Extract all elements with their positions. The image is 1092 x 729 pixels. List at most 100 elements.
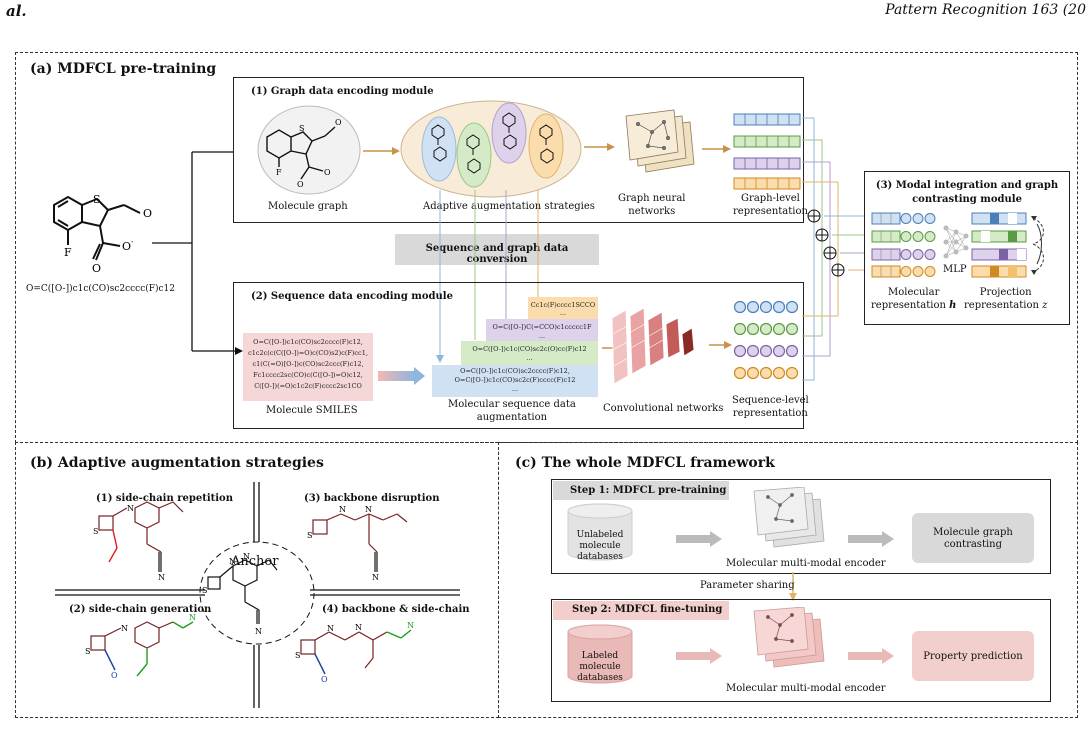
- step1-box: [551, 479, 1051, 574]
- unlabeled-database-icon: [567, 503, 633, 561]
- aug-line-9: ...: [511, 385, 519, 393]
- step2-banner: [553, 601, 729, 620]
- cnn-caption: Convolutional networks: [603, 403, 724, 414]
- sequence-level-representation: [733, 300, 799, 380]
- molecular-rep-caption: Molecular representation h: [871, 287, 956, 312]
- svg-text:N: N: [365, 505, 372, 514]
- mlp-label: MLP: [943, 264, 967, 275]
- svg-text:N: N: [229, 557, 236, 566]
- labeled-line2: databases: [577, 672, 623, 683]
- contrast-line1: Molecule graph: [933, 527, 1013, 538]
- graph-level-representation: [733, 113, 801, 190]
- arrow-encoder-to-property: [848, 648, 894, 664]
- labeled-line1: Labeled molecule: [579, 651, 621, 672]
- unlabeled-line2: databases: [577, 551, 623, 562]
- aug-caption: Molecular sequence data augmentation: [448, 399, 576, 424]
- parameter-sharing-arrow: [789, 572, 797, 601]
- svg-text:F: F: [64, 246, 72, 259]
- q4-label: (4) backbone & side-chain: [322, 604, 470, 615]
- svg-text:N: N: [407, 621, 414, 630]
- svg-text:O: O: [92, 262, 101, 275]
- contrast-caption: Molecule graph contrasting: [912, 527, 1034, 551]
- encoder-caption-step2: Molecular multi-modal encoder: [726, 683, 886, 694]
- graph-neural-network-icon: [625, 109, 695, 173]
- svg-text:-: -: [131, 238, 134, 246]
- step1-title: Step 1: MDFCL pre-training: [570, 485, 727, 496]
- molecule-graph-ellipse: S O F O O: [257, 105, 361, 195]
- aug-box-purple: [486, 319, 598, 343]
- aug-line-8: O=C([O-])c1c(CO)sc2c(F)cccc(F)c12: [454, 376, 576, 384]
- projection-rep-caption: Projection representation z: [964, 287, 1047, 312]
- aug-line-4: ...: [538, 332, 546, 340]
- graph-rep-caption-line1: Graph-level: [741, 193, 800, 204]
- step2-title: Step 2: MDFCL fine-tuning: [572, 604, 723, 615]
- gnn-caption: Graph neural networks: [618, 193, 686, 218]
- property-prediction-box: [912, 631, 1034, 681]
- svg-text:N: N: [339, 505, 346, 514]
- input-molecule: S O F O O -: [53, 193, 152, 275]
- svg-text:F: F: [276, 168, 282, 177]
- aug-box-orange: [528, 297, 598, 321]
- encoder-icon-step1: [753, 487, 825, 548]
- svg-text:S: S: [85, 647, 90, 656]
- svg-text:S: S: [295, 651, 300, 660]
- step2-box: [551, 599, 1051, 702]
- arrow-cnn-to-rep: [709, 341, 732, 349]
- conversion-label: Sequence and graph data conversion: [425, 243, 569, 265]
- aug-caption-line2: augmentation: [476, 411, 548, 423]
- graph-rep-caption-line2: representation: [733, 205, 808, 217]
- svg-text:N: N: [158, 573, 165, 582]
- branch-connector: [152, 148, 243, 355]
- step1-banner: [553, 481, 729, 500]
- svg-text:O: O: [111, 671, 118, 680]
- arrow-unlabeled-to-encoder: [676, 531, 722, 547]
- molecular-rep-line2: representation: [871, 299, 950, 311]
- journal-citation: Pattern Recognition 163 (20: [885, 2, 1086, 18]
- molecular-representation-h: [871, 212, 936, 278]
- graph-module-title: (1) Graph data encoding module: [251, 86, 434, 97]
- smiles-line-4: Fc1cccc2sc(CO)c(C([O-])=O)c12,: [253, 371, 363, 379]
- svg-text:S: S: [202, 586, 207, 595]
- section-b-title: (b) Adaptive augmentation strategies: [30, 455, 324, 471]
- svg-text:O: O: [297, 180, 304, 189]
- aug-line-1: Cc1c(F)cccc1SCCO: [530, 301, 596, 309]
- section-a-title: (a) MDFCL pre-training: [30, 61, 217, 77]
- svg-text:N: N: [355, 623, 362, 632]
- property-prediction-label: Property prediction: [923, 651, 1023, 662]
- arrow-aug-to-gnn: [584, 143, 615, 151]
- seq-rep-caption-line2: representation: [732, 407, 808, 419]
- contrast-arrows: [1031, 216, 1044, 275]
- aug-box-blue: [432, 365, 598, 397]
- molecular-rep-line1: Molecular: [888, 287, 940, 298]
- q2-label: (2) side-chain generation: [69, 604, 212, 615]
- molecule-smiles-box: O=C([O-])c1c(CO)sc2cccc(F)c12, c1c2c(c(C…: [243, 333, 373, 401]
- labeled-database-icon: [567, 624, 633, 684]
- svg-text:N: N: [189, 613, 196, 622]
- smiles-caption: Molecule SMILES: [266, 405, 358, 416]
- sequence-module-title: (2) Sequence data encoding module: [251, 291, 453, 302]
- projection-representation-z: [971, 212, 1027, 278]
- modal-title-line2: contrasting module: [912, 193, 1022, 205]
- labeled-caption: Labeled molecule databases: [566, 651, 634, 683]
- graph-rep-caption: Graph-level representation: [733, 193, 808, 218]
- fusion-connectors: [802, 117, 864, 381]
- section-c-frame: [498, 442, 1078, 718]
- svg-text:O: O: [122, 240, 131, 253]
- svg-text:N: N: [372, 573, 379, 582]
- aug-line-5: O=C([O-])c1c(CO)sc2c(O)cc(F)c12: [472, 345, 587, 353]
- aug-line-7: O=C([O-])c1c(CO)sc2cccc(F)c12,: [460, 367, 570, 375]
- convolutional-network-icon: [611, 307, 695, 385]
- svg-text:O: O: [143, 207, 152, 220]
- svg-text:N: N: [243, 552, 250, 561]
- svg-text:S: S: [93, 527, 98, 536]
- aug-line-2: ...: [559, 309, 567, 317]
- aug-line-3: O=C([O-])C(=CCO)c1ccccc1F: [492, 323, 592, 331]
- svg-text:S: S: [307, 531, 312, 540]
- journal-author-fragment: al.: [6, 2, 27, 20]
- arrow-mol-to-aug: [363, 147, 400, 155]
- aug-caption-line1: Molecular sequence data: [448, 399, 576, 410]
- seq-rep-caption: Sequence-level representation: [732, 395, 809, 420]
- modal-title: (3) Modal integration and graph contrast…: [864, 179, 1070, 206]
- projection-rep-symbol: z: [1042, 299, 1048, 311]
